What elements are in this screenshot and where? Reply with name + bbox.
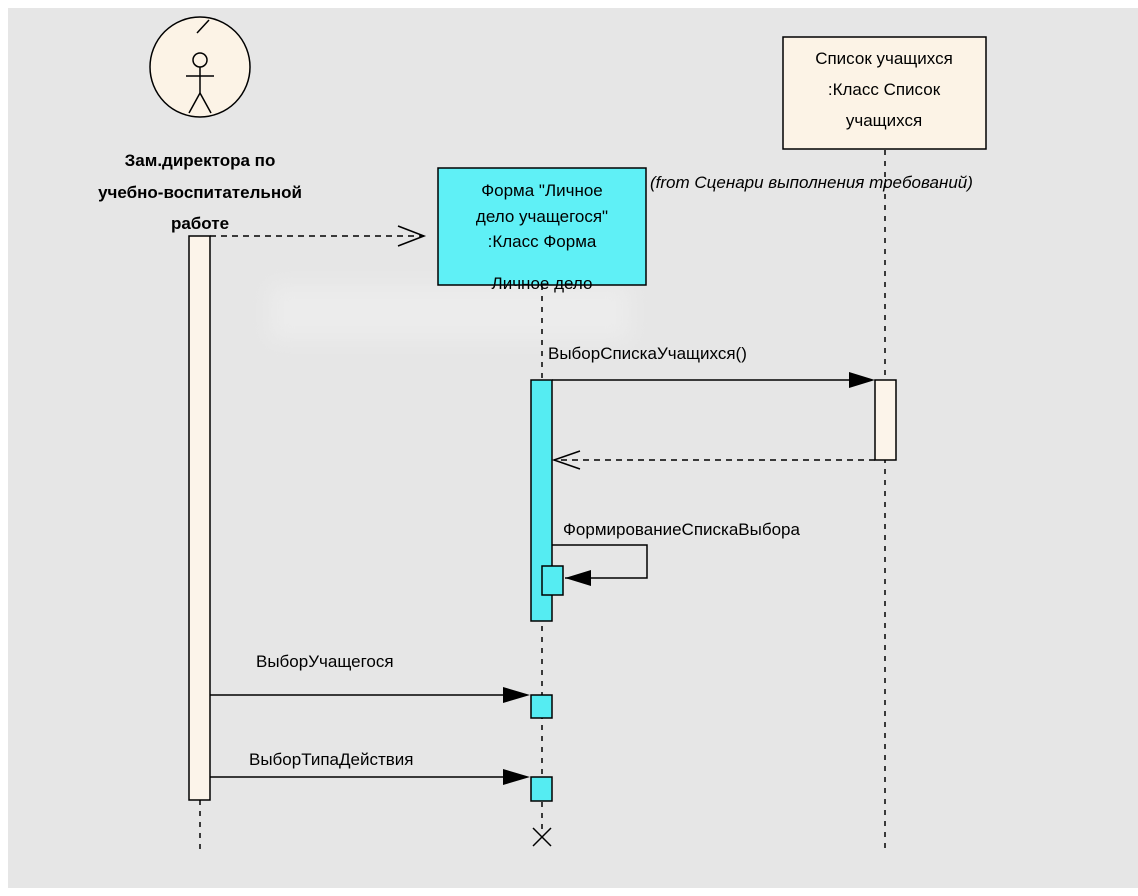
list-object-box xyxy=(782,36,987,150)
form-object-box xyxy=(437,167,647,286)
form-object-line-1: Форма "Личное xyxy=(481,181,603,200)
list-object-line-1: Список учащихся xyxy=(815,49,953,68)
actor-activation-bar[interactable] xyxy=(188,235,211,801)
message-select-student-list[interactable]: ВыборСпискаУчащихся() xyxy=(548,344,875,388)
message-build-selection-list[interactable]: ФормированиеСпискаВыбора xyxy=(552,520,801,586)
actor[interactable]: Зам.директора по учебно-воспитательной р… xyxy=(98,16,302,233)
destroy-icon xyxy=(532,827,552,847)
form-object-line-3: :Класс Форма xyxy=(488,232,597,251)
message-build-selection-list-label: ФормированиеСпискаВыбора xyxy=(563,520,801,539)
message-select-student[interactable]: ВыборУчащегося xyxy=(210,652,530,703)
actor-name-line-1: Зам.директора по xyxy=(125,151,276,170)
message-select-action-type-label: ВыборТипаДействия xyxy=(249,750,413,769)
message-select-action-type[interactable]: ВыборТипаДействия xyxy=(210,750,530,785)
return-message-arrow[interactable] xyxy=(551,450,875,470)
form-object-line-2: дело учащегося" xyxy=(476,207,608,226)
form-activation-bar-self-call[interactable] xyxy=(541,565,564,596)
form-activation-bar-select-action[interactable] xyxy=(530,776,553,802)
actor-name-line-2: учебно-воспитательной xyxy=(98,183,302,202)
form-activation-bar-select-student[interactable] xyxy=(530,694,553,719)
message-select-student-list-label: ВыборСпискаУчащихся() xyxy=(548,344,747,363)
source-note: (from Сценари выполнения требований) xyxy=(650,173,973,192)
form-activation-bar-main[interactable] xyxy=(530,379,553,622)
smudge-artifact xyxy=(270,285,630,340)
message-select-student-label: ВыборУчащегося xyxy=(256,652,394,671)
list-object-line-3: учащихся xyxy=(846,111,922,130)
list-activation-bar[interactable] xyxy=(874,379,897,461)
form-object[interactable]: Форма "Личное дело учащегося" :Класс Фор… xyxy=(437,167,647,293)
list-object[interactable]: Список учащихся :Класс Список учащихся xyxy=(782,36,987,150)
list-object-line-2: :Класс Список xyxy=(828,80,941,99)
form-object-line-4: Личное дело xyxy=(492,274,593,293)
stick-figure-actor-icon xyxy=(149,16,251,118)
create-message-arrow[interactable] xyxy=(210,225,427,247)
actor-name-line-3: работе xyxy=(171,214,229,233)
